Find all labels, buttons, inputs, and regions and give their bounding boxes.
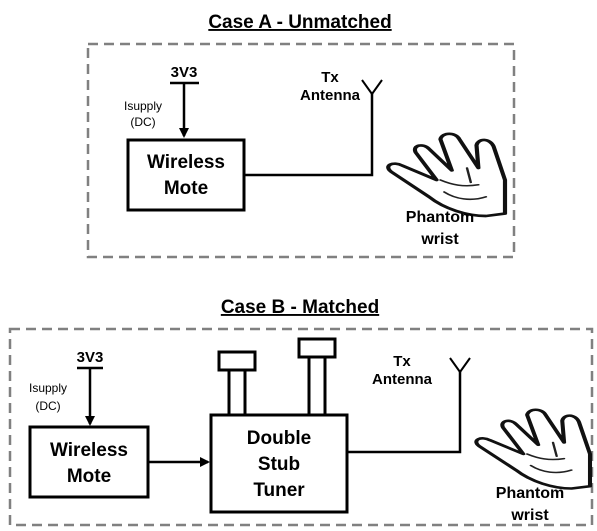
case-a-mote-label-2: Mote — [164, 178, 208, 199]
case-b-supply-current-unit: (DC) — [35, 399, 60, 413]
case-a-supply-current-unit: (DC) — [130, 115, 155, 129]
case-b-feed-line — [347, 370, 462, 454]
case-b-phantom-label-1: Phantom — [496, 485, 564, 502]
case-b-double-stub-tuner-block — [209, 413, 349, 514]
case-b-mote-label-2: Mote — [67, 466, 111, 487]
case-a-antenna-label-2: Antenna — [300, 87, 361, 104]
case-b-mote-label-1: Wireless — [50, 440, 128, 461]
case-a-mote-label-1: Wireless — [147, 152, 225, 173]
case-a-phantom-label-1: Phantom — [406, 209, 474, 226]
case-a-phantom-label-2: wrist — [420, 231, 459, 248]
case-b-supply-voltage: 3V3 — [77, 349, 104, 366]
case-a-hand-icon — [388, 134, 505, 216]
case-a-supply-voltage: 3V3 — [171, 64, 198, 81]
case-b-border — [8, 327, 594, 527]
case-b-antenna-icon — [449, 357, 471, 374]
case-a-border — [86, 42, 516, 259]
case-a-wireless-mote-block — [126, 138, 246, 212]
case-b-tuner-label-2: Stub — [258, 454, 300, 475]
case-b-stub-2-cap — [297, 337, 337, 359]
case-a-feed-line — [244, 92, 374, 177]
case-b-group: Case B - Matched 3V3 Isupply (DC) Wirele… — [8, 297, 594, 527]
case-a-antenna-icon — [361, 79, 383, 96]
case-b-tuner-label-1: Double — [247, 428, 311, 449]
case-b-stub-1-cap — [217, 350, 257, 372]
case-b-hand-icon — [476, 410, 590, 489]
case-a-supply-current-label: Isupply — [124, 99, 162, 113]
case-b-title: Case B - Matched — [221, 297, 379, 318]
case-a-title: Case A - Unmatched — [208, 12, 391, 33]
case-b-antenna-label-2: Antenna — [372, 371, 433, 388]
case-b-antenna-label-1: Tx — [393, 353, 411, 370]
case-b-tuner-label-3: Tuner — [253, 480, 305, 501]
case-b-stub-2-line — [307, 355, 327, 417]
case-a-antenna-label-1: Tx — [321, 69, 339, 86]
case-a-group: Case A - Unmatched 3V3 Isupply (DC) Wire… — [86, 12, 516, 259]
case-b-supply-current-label: Isupply — [29, 381, 67, 395]
case-b-stub-1-line — [227, 368, 247, 417]
case-b-phantom-label-2: wrist — [510, 507, 549, 524]
